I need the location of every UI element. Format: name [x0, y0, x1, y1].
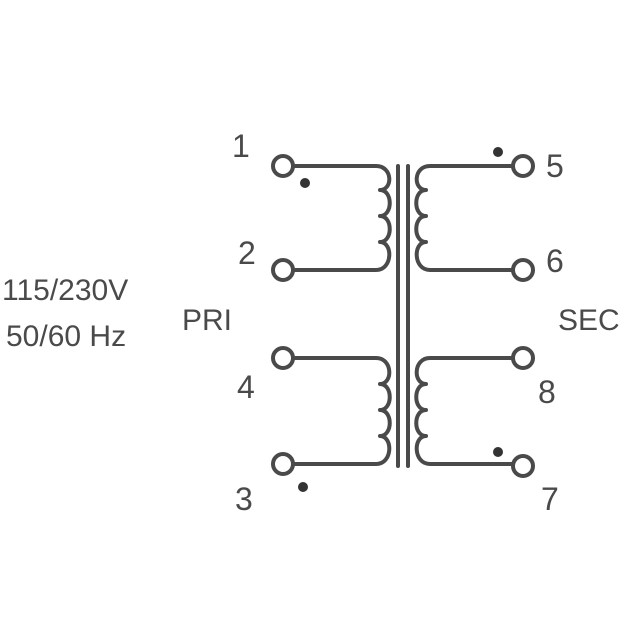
- terminal-pin-2: [271, 258, 295, 282]
- pin-6-label: 6: [546, 243, 564, 279]
- polarity-dot-pin-5: [493, 147, 503, 157]
- polarity-dot-pin-1: [300, 178, 310, 188]
- pin-1-label: 1: [232, 128, 250, 164]
- primary-lower-winding: [293, 356, 392, 466]
- terminal-pin-5: [511, 154, 535, 178]
- secondary-lower-winding: [414, 356, 514, 466]
- polarity-dot-pin-3: [298, 482, 308, 492]
- input-voltage-label: 115/230V: [2, 274, 128, 307]
- pin-7-label: 7: [541, 481, 559, 517]
- terminal-pin-3: [271, 452, 295, 476]
- terminal-pin-7: [511, 454, 535, 478]
- pin-5-label: 5: [546, 148, 564, 184]
- terminal-pin-1: [271, 154, 295, 178]
- primary-upper-winding: [293, 164, 392, 272]
- terminal-pin-6: [511, 258, 535, 282]
- pin-4-label: 4: [237, 369, 255, 405]
- secondary-label: SEC: [558, 304, 620, 337]
- polarity-dot-pin-7: [493, 447, 503, 457]
- pin-8-label: 8: [538, 374, 556, 410]
- primary-label: PRI: [182, 304, 232, 337]
- secondary-upper-winding: [414, 164, 514, 272]
- input-frequency-label: 50/60 Hz: [6, 320, 126, 353]
- pin-3-label: 3: [235, 481, 253, 517]
- terminal-pin-8: [511, 346, 535, 370]
- pin-2-label: 2: [238, 235, 256, 271]
- terminal-pin-4: [271, 346, 295, 370]
